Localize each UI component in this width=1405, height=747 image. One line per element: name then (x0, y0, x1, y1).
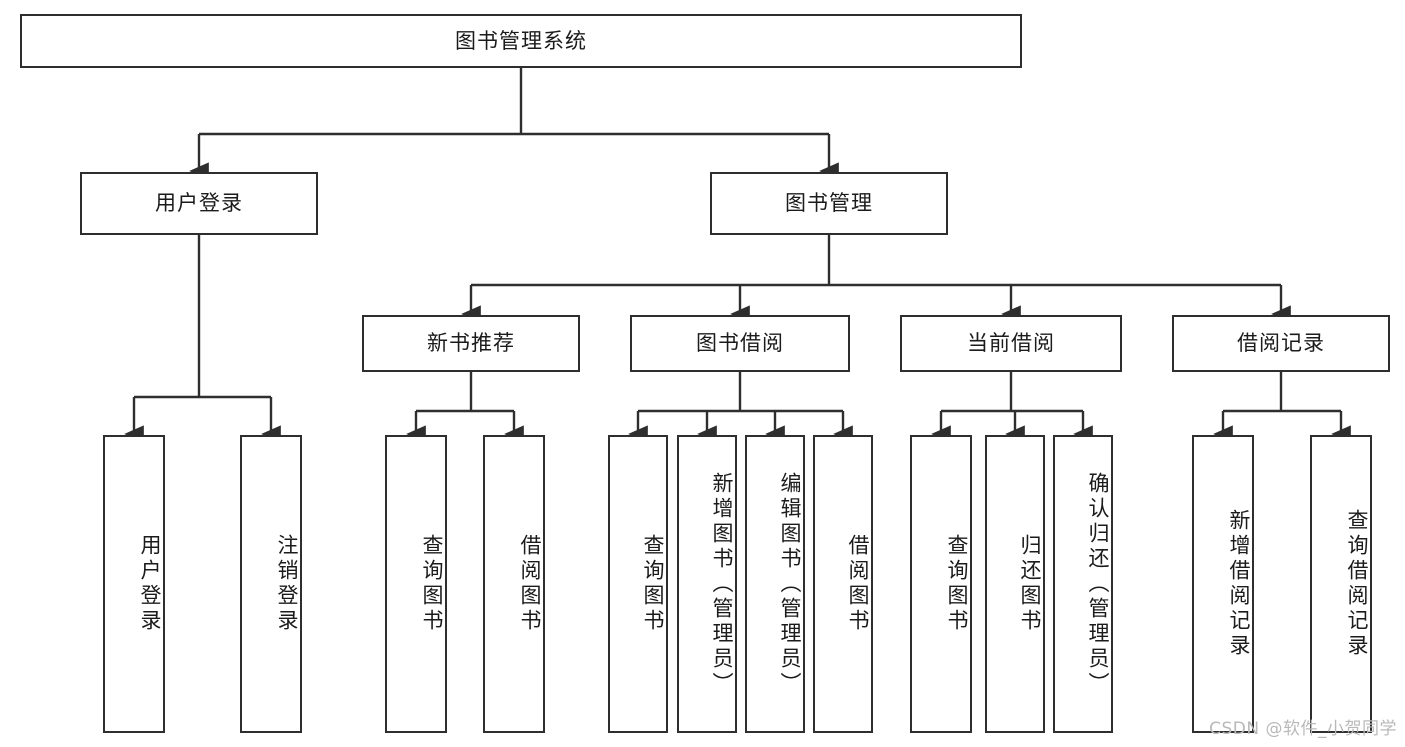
node-newbook[interactable]: 新书推荐 (362, 315, 580, 372)
node-leaf-login-2[interactable]: 注销登录 (240, 435, 302, 733)
node-leaf-cur-3[interactable]: 确认归还（管理员） (1053, 435, 1113, 733)
node-leaf-rec-1[interactable]: 新增借阅记录 (1192, 435, 1254, 733)
node-leaf-borrow-1[interactable]: 查询图书 (608, 435, 668, 733)
node-leaf-cur-2[interactable]: 归还图书 (985, 435, 1045, 733)
node-records[interactable]: 借阅记录 (1172, 315, 1390, 372)
node-leaf-borrow-2[interactable]: 新增图书（管理员） (677, 435, 737, 733)
node-leaf-cur-1[interactable]: 查询图书 (910, 435, 972, 733)
node-leaf-borrow-3[interactable]: 编辑图书（管理员） (745, 435, 805, 733)
node-current[interactable]: 当前借阅 (900, 315, 1122, 372)
node-login[interactable]: 用户登录 (80, 172, 318, 235)
node-leaf-borrow-4[interactable]: 借阅图书 (813, 435, 873, 733)
node-leaf-login-1[interactable]: 用户登录 (103, 435, 165, 733)
node-leaf-new-1[interactable]: 查询图书 (385, 435, 447, 733)
node-root[interactable]: 图书管理系统 (20, 14, 1022, 68)
csdn-watermark: CSDN @软件_小贺同学 (1209, 719, 1397, 739)
node-borrow[interactable]: 图书借阅 (630, 315, 850, 372)
node-bookmgmt[interactable]: 图书管理 (710, 172, 948, 235)
node-leaf-rec-2[interactable]: 查询借阅记录 (1310, 435, 1372, 733)
node-leaf-new-2[interactable]: 借阅图书 (483, 435, 545, 733)
